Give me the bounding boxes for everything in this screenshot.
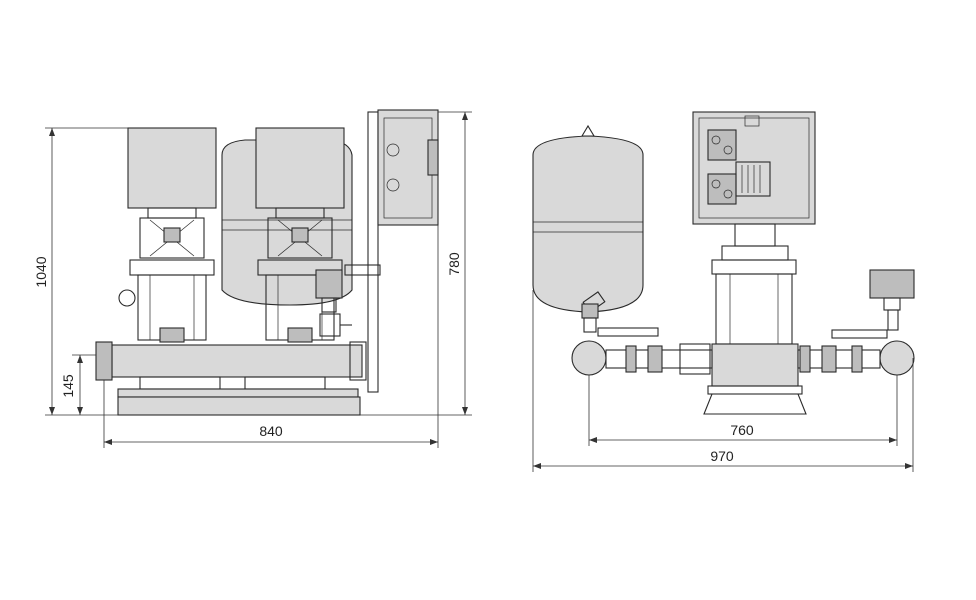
side-pressure-switch <box>869 269 915 331</box>
side-expansion-tank <box>532 124 644 333</box>
dim-height-overall: 1040 <box>33 256 49 287</box>
front-control-cabinet <box>344 109 439 393</box>
front-pressure-switch <box>315 269 352 337</box>
front-manifold <box>95 341 367 381</box>
dim-width-overall: 840 <box>259 423 283 439</box>
dim-height-panel: 780 <box>446 252 462 276</box>
dim-height-inlet: 145 <box>60 374 76 398</box>
side-pipes <box>571 327 915 376</box>
front-dimensions: 1040 145 780 840 <box>33 111 472 448</box>
front-pump-2 <box>255 127 345 343</box>
dim-width-overall-side: 970 <box>710 448 734 464</box>
front-view: 1040 145 780 840 <box>33 109 472 448</box>
front-pump-1 <box>118 127 217 343</box>
side-pump-column <box>703 223 807 415</box>
side-view: 760 970 <box>532 111 915 472</box>
dim-width-pipes: 760 <box>730 422 754 438</box>
side-control-box <box>692 111 816 225</box>
front-base-frame <box>117 376 361 416</box>
side-dimensions: 760 970 <box>532 290 914 472</box>
